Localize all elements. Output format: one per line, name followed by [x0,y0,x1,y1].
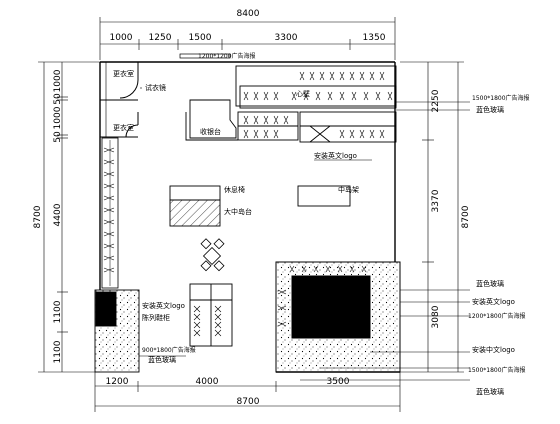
bottom-dimension-chain [94,372,401,412]
display-shelf-label: 中岛架 [338,185,359,194]
top-dim-2: 1250 [149,33,172,43]
wall-rack-block [235,65,397,143]
shoe-display-area [94,283,233,373]
bottom-dim-3: 3500 [327,377,350,387]
fitting-mirror-label: 试衣镜 [145,83,166,92]
rest-bench-label: 休息椅 [224,185,245,194]
top-dim-1: 1000 [110,33,133,43]
left-dim-6: 1100 [53,300,63,323]
top-dimension-chain [99,17,396,60]
left-dim-1: 1000 [53,69,63,92]
bottom-dim-1: 1200 [106,377,129,387]
cashier-counter [185,99,238,141]
fitting-room-label-1: 更衣室 [113,69,134,78]
display-table [169,199,221,227]
right-logo-2-label: 安装中文logo [472,345,515,354]
display-table-label: 大中岛台 [224,207,252,216]
fitting-room-label-2: 更衣室 [113,123,134,132]
left-dim-7: 1100 [53,340,63,363]
rest-bench [169,185,221,201]
bottom-overall-dim: 8700 [237,397,260,407]
center-logo-label: 安装英文logo [314,151,357,160]
hanger-row-top [243,71,393,139]
left-dim-2: 50 [53,93,63,105]
bottom-dim-2: 4000 [196,377,219,387]
right-poster-1-label: 1200*1800广告海报 [468,312,526,320]
right-callouts [300,101,470,381]
right-dim-1: 2250 [431,89,441,112]
right-dim-3: 3080 [431,305,441,328]
shoes-display-label: 陈列鞋柜 [142,313,170,322]
left-blue-glass-label: 蓝色玻璃 [148,355,176,364]
top-dim-4: 3300 [275,33,298,43]
left-dim-5: 4400 [53,203,63,226]
top-dim-5: 1350 [363,33,386,43]
right-blue-glass-1-label: 蓝色玻璃 [476,279,504,288]
right-bottom-display [275,261,401,373]
right-dim-2: 3370 [431,189,441,212]
left-wall-rack [101,137,119,289]
top-dim-3: 1500 [189,33,212,43]
top-poster-label: 1200*1200广告海报 [198,52,256,60]
top-overall-dim: 8400 [237,9,260,19]
right-dimension-chain [400,61,464,373]
wall-hanger-label: 心壁 [296,89,310,98]
right-top-blue-glass-label: 蓝色玻璃 [476,105,504,114]
left-overall-dim: 8700 [33,205,43,228]
top-poster-board [179,53,231,59]
right-top-poster-label: 1500*1800广告海报 [472,94,530,102]
right-blue-glass-2-label: 蓝色玻璃 [476,387,504,396]
left-poster-label: 900*1800广告海报 [142,346,196,354]
right-overall-dim: 8700 [461,205,471,228]
left-dim-4: 50 [53,131,63,143]
left-dim-3: 1000 [53,106,63,129]
fitting-rooms [100,62,139,138]
table-chairs [200,238,225,272]
right-logo-1-label: 安装英文logo [472,297,515,306]
cashier-label: 收银台 [200,127,221,136]
left-dimension-chain [38,61,100,373]
left-logo-label: 安装英文logo [142,301,185,310]
right-poster-2-label: 1500*1800广告海报 [468,366,526,374]
display-shelf [297,185,351,207]
